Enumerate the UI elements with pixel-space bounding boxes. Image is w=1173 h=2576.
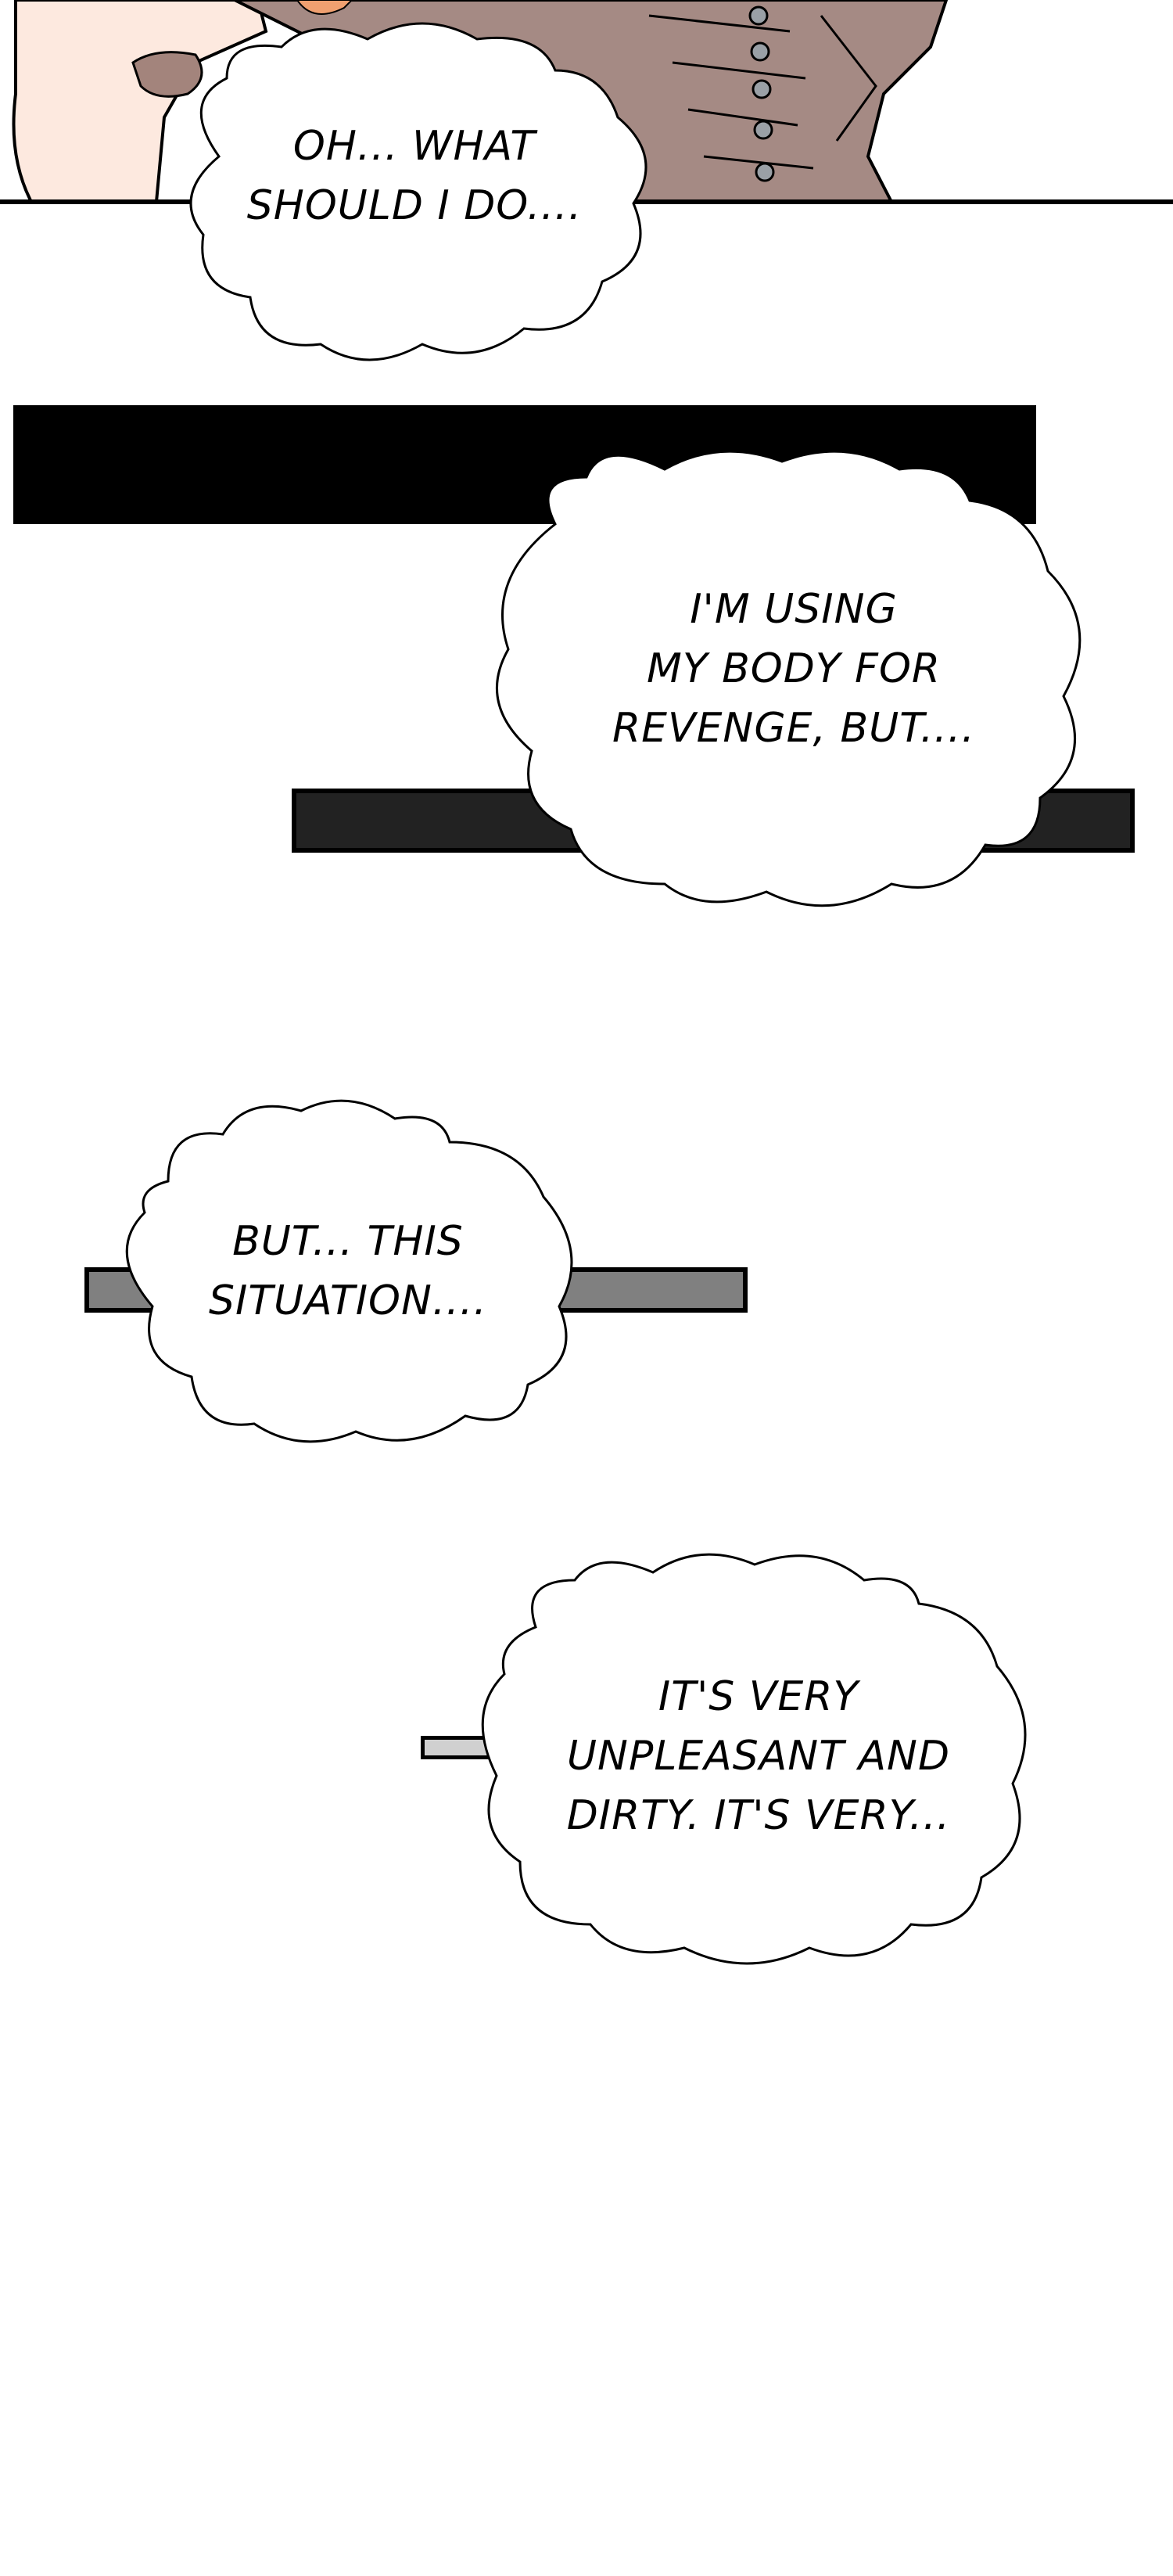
bubble-2-line-2: MY BODY FOR (646, 645, 942, 692)
thought-bubble-4: IT'S VERY UNPLEASANT AND DIRTY. IT'S VER… (473, 1549, 1044, 1971)
bubble-1-line-1: OH... WHAT (292, 123, 536, 170)
bubble-2-line-1: I'M USING (690, 586, 898, 633)
cloud-shape (125, 1099, 573, 1443)
cloud-shape (496, 450, 1082, 907)
bubble-4-line-1: IT'S VERY (658, 1673, 859, 1720)
bubble-2-line-3: REVENGE, BUT.... (612, 705, 975, 752)
thought-bubble-1: OH... WHAT SHOULD I DO.... (164, 22, 665, 368)
thought-bubble-3: BUT... THIS SITUATION.... (113, 1095, 583, 1455)
bubble-1-line-2: SHOULD I DO.... (246, 182, 583, 229)
cloud-shape (189, 22, 647, 361)
dress-buttons (748, 5, 775, 182)
thought-bubble-2: I'M USING MY BODY FOR REVENGE, BUT.... (485, 446, 1103, 915)
bubble-4-line-2: UNPLEASANT AND (567, 1733, 950, 1780)
bubble-3-line-1: BUT... THIS (232, 1218, 464, 1265)
bubble-4-line-3: DIRTY. IT'S VERY... (566, 1792, 951, 1839)
cloud-shape (481, 1553, 1027, 1965)
bubble-3-line-2: SITUATION.... (208, 1277, 487, 1324)
